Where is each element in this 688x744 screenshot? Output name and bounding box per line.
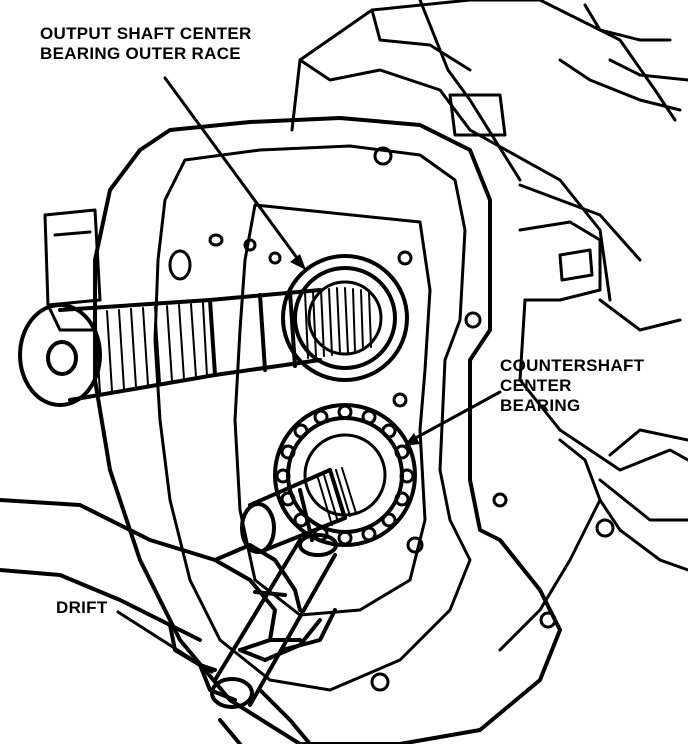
label-line: OUTPUT SHAFT CENTER	[40, 24, 252, 43]
label-countershaft-center-bearing: COUNTERSHAFT CENTER BEARING	[500, 356, 644, 416]
leader-countershaft	[410, 390, 502, 442]
countershaft-rollers	[275, 404, 415, 546]
leader-drift	[116, 610, 214, 674]
output-bearing	[281, 254, 409, 382]
leader-arrowheads	[290, 254, 420, 446]
left-boss	[43, 208, 102, 332]
right-bracket	[498, 220, 688, 652]
cover-plate	[233, 203, 432, 617]
leader-output-race	[163, 76, 302, 264]
drift-tool	[210, 533, 338, 709]
rear-housing	[290, 0, 688, 302]
label-drift: DRIFT	[56, 598, 108, 618]
output-splines	[94, 287, 372, 394]
leader-lines	[116, 76, 502, 674]
gasket-outline	[153, 144, 472, 692]
output-shaft	[18, 288, 322, 407]
label-line: BEARING	[500, 396, 581, 415]
label-output-shaft-center-bearing-outer-race: OUTPUT SHAFT CENTER BEARING OUTER RACE	[40, 24, 252, 64]
label-line: COUNTERSHAFT	[500, 356, 645, 375]
countershaft-splines	[317, 467, 357, 526]
bolt-holes	[168, 146, 615, 692]
label-line: BEARING OUTER RACE	[40, 44, 241, 63]
label-line: CENTER	[500, 376, 572, 395]
label-line: DRIFT	[56, 598, 108, 617]
